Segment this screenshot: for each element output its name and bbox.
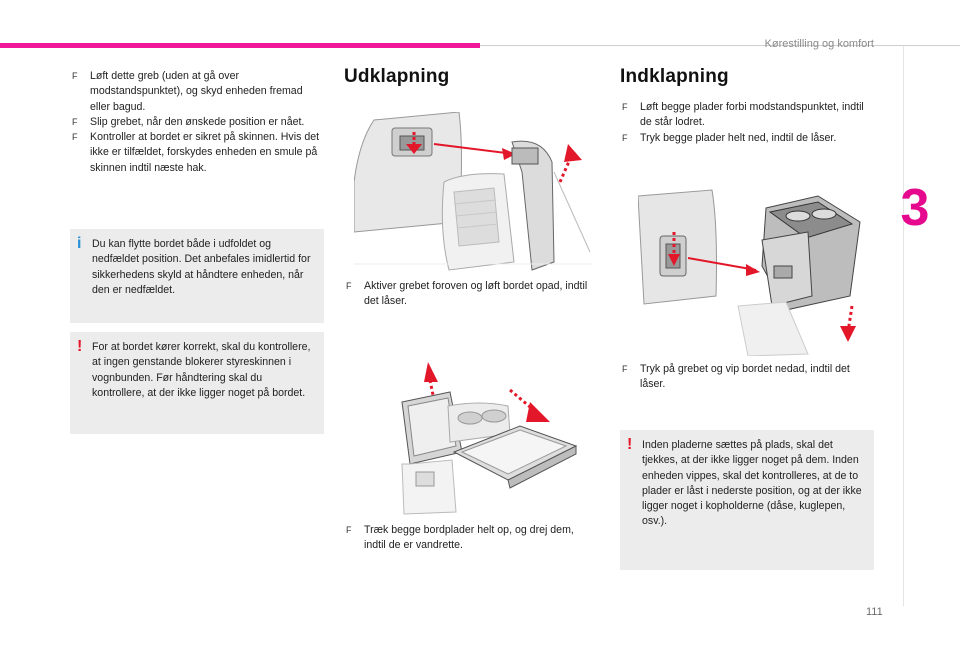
bullet-icon: F bbox=[622, 102, 628, 112]
header-rule bbox=[480, 45, 960, 46]
warning-icon: ! bbox=[77, 338, 83, 355]
info-icon: i bbox=[77, 235, 82, 252]
section-title: Kørestilling og komfort bbox=[764, 38, 874, 50]
bullet-icon: F bbox=[72, 116, 78, 127]
bullet-icon: F bbox=[622, 132, 628, 143]
chapter-number: 3 bbox=[900, 179, 930, 237]
header-accent-bar bbox=[0, 43, 480, 48]
info-note: i Du kan flytte bordet både i udfoldet o… bbox=[70, 229, 324, 323]
warning-note: ! Inden pladerne sættes på plads, skal d… bbox=[620, 430, 874, 570]
warning-note: ! For at bordet kører korrekt, skal du k… bbox=[70, 332, 324, 434]
bullet-icon: F bbox=[622, 364, 628, 374]
warning-icon: ! bbox=[627, 436, 633, 453]
bullet-icon: F bbox=[346, 281, 352, 291]
indklapning-heading: Indklapning bbox=[620, 66, 729, 87]
unlock-table-illustration bbox=[353, 111, 592, 272]
fold-in-table-drawing bbox=[637, 189, 861, 357]
udklapning-heading: Udklapning bbox=[344, 66, 450, 87]
unlock-table-drawing bbox=[353, 111, 592, 271]
fold-in-table-illustration bbox=[637, 186, 864, 357]
bullet-icon: F bbox=[72, 71, 78, 81]
bullet-icon: F bbox=[72, 132, 78, 143]
chapter-tab-divider bbox=[903, 46, 904, 606]
fold-out-table-drawing bbox=[401, 362, 578, 515]
fold-out-table-illustration bbox=[390, 342, 590, 517]
bullet-icon: F bbox=[346, 525, 352, 535]
page-number: 111 bbox=[866, 606, 883, 618]
